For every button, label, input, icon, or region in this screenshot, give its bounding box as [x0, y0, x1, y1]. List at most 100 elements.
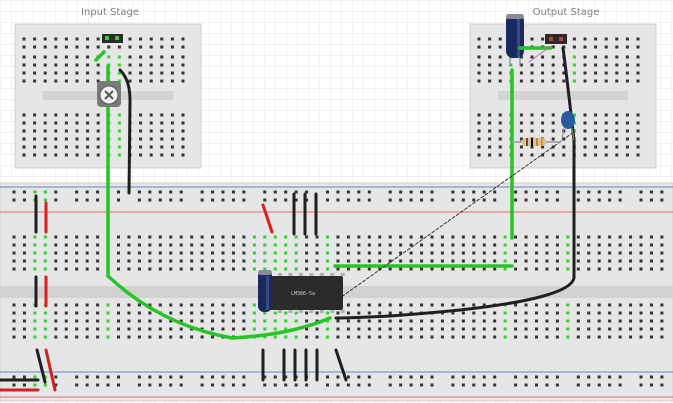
breadboard-hole: [127, 235, 131, 239]
breadboard-hole: [96, 259, 100, 263]
breadboard-hole: [169, 319, 173, 323]
breadboard-hole: [139, 45, 143, 49]
breadboard-hole: [346, 375, 350, 379]
breadboard-hole: [660, 235, 664, 239]
breadboard-hole: [75, 267, 79, 271]
breadboard-hole: [294, 311, 298, 315]
breadboard-hole: [583, 129, 587, 133]
breadboard-hole: [139, 137, 143, 141]
breadboard-hole: [639, 190, 643, 194]
breadboard-hole: [636, 153, 640, 157]
breadboard-hole: [190, 251, 194, 255]
breadboard-hole: [639, 243, 643, 247]
breadboard-hole: [169, 251, 173, 255]
breadboard-hole: [43, 137, 47, 141]
breadboard-hole: [576, 311, 580, 315]
breadboard-hole: [576, 327, 580, 331]
breadboard-hole: [357, 327, 361, 331]
breadboard-hole: [524, 243, 528, 247]
breadboard-hole: [493, 375, 497, 379]
breadboard-hole: [649, 259, 653, 263]
breadboard-hole: [399, 251, 403, 255]
breadboard-hole: [326, 311, 329, 315]
breadboard-hole: [472, 243, 476, 247]
breadboard-hole: [200, 198, 204, 202]
breadboard-hole: [583, 37, 587, 41]
breadboard-hole: [608, 375, 612, 379]
breadboard-hole: [636, 113, 640, 117]
breadboard-hole: [576, 259, 580, 263]
breadboard-hole: [541, 71, 545, 75]
breadboard-hole: [54, 113, 58, 117]
breadboard-hole: [170, 121, 174, 125]
breadboard-hole: [615, 113, 619, 117]
breadboard-hole: [541, 153, 545, 157]
breadboard-hole: [158, 235, 162, 239]
breadboard-hole: [608, 251, 612, 255]
breadboard-hole: [22, 145, 26, 149]
breadboard-hole: [597, 319, 601, 323]
breadboard-hole: [367, 235, 371, 239]
breadboard-hole: [493, 190, 497, 194]
breadboard-hole: [127, 267, 131, 271]
breadboard-hole: [639, 198, 643, 202]
breadboard-hole: [252, 259, 256, 263]
breadboard-hole: [179, 259, 183, 263]
breadboard-hole: [530, 71, 534, 75]
breadboard-hole: [170, 71, 174, 75]
breadboard-hole: [284, 259, 288, 263]
breadboard-hole: [22, 375, 26, 379]
breadboard-hole: [33, 383, 37, 387]
breadboard-hole: [566, 235, 570, 239]
breadboard-hole: [346, 303, 350, 307]
ceramic-capacitor: [561, 111, 575, 141]
breadboard-hole: [305, 235, 309, 239]
breadboard-hole: [625, 63, 629, 67]
breadboard-hole: [54, 190, 58, 194]
breadboard-hole: [409, 327, 413, 331]
breadboard-hole: [530, 145, 534, 149]
breadboard-hole: [33, 113, 37, 117]
breadboard-hole: [273, 251, 277, 255]
breadboard-hole: [597, 375, 601, 379]
breadboard-hole: [315, 327, 319, 331]
breadboard-hole: [409, 319, 413, 323]
breadboard-hole: [503, 311, 507, 315]
breadboard-hole: [346, 319, 350, 323]
breadboard-hole: [461, 303, 465, 307]
breadboard-hole: [221, 303, 225, 307]
breadboard-hole: [54, 37, 58, 41]
breadboard-hole: [482, 267, 486, 271]
breadboard-hole: [12, 198, 16, 202]
breadboard-hole: [221, 235, 225, 239]
breadboard-hole: [54, 243, 58, 247]
breadboard-hole: [75, 63, 79, 67]
breadboard-hole: [117, 145, 121, 149]
breadboard-hole: [409, 235, 413, 239]
wires: [0, 45, 576, 392]
breadboard-hole: [190, 319, 194, 323]
breadboard-hole: [96, 37, 100, 41]
breadboard-hole: [367, 251, 371, 255]
breadboard-hole: [430, 375, 434, 379]
breadboard-hole: [284, 198, 288, 202]
breadboard-hole: [649, 198, 653, 202]
breadboard-hole: [477, 137, 481, 141]
breadboard-hole: [64, 153, 68, 157]
breadboard-hole: [629, 311, 633, 315]
breadboard-hole: [86, 153, 90, 157]
breadboard-hole: [127, 259, 131, 263]
breadboard-hole: [326, 383, 329, 387]
breadboard-hole: [472, 190, 476, 194]
breadboard-hole: [96, 71, 100, 75]
breadboard-hole: [170, 145, 174, 149]
breadboard-hole: [242, 303, 246, 307]
breadboard-hole: [482, 251, 486, 255]
breadboard-hole: [211, 267, 215, 271]
breadboard-hole: [242, 251, 246, 255]
breadboard-hole: [430, 243, 434, 247]
breadboard-hole: [85, 190, 89, 194]
breadboard-hole: [388, 198, 392, 202]
breadboard-hole: [231, 251, 235, 255]
breadboard-hole: [148, 243, 152, 247]
